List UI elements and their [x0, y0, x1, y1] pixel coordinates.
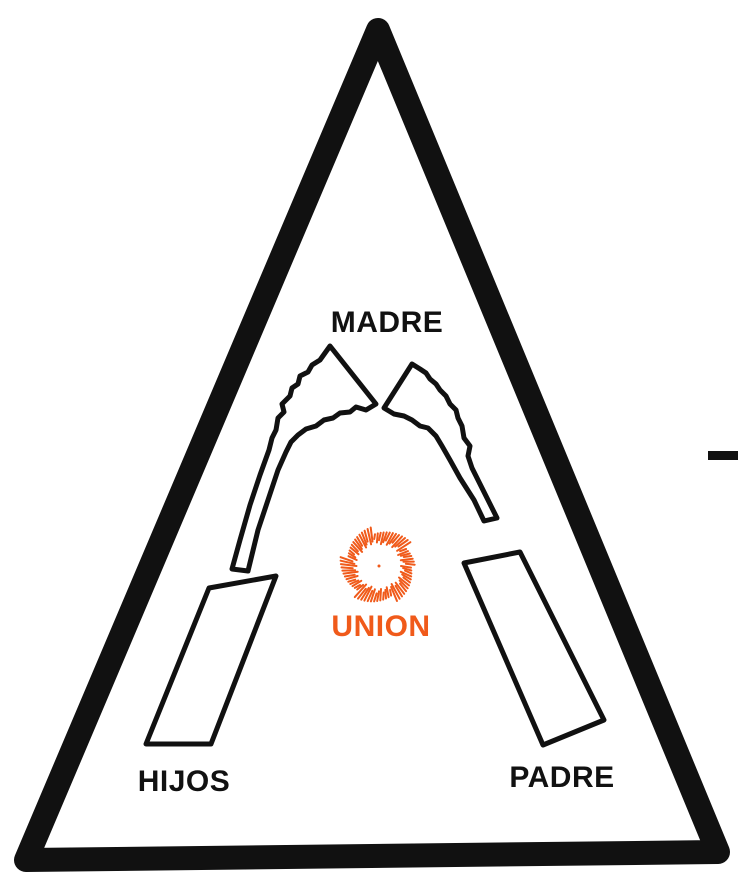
outer-triangle — [26, 30, 718, 860]
right-arm-shape — [384, 364, 497, 521]
dash-mark — [708, 451, 738, 460]
label-hijos: HIJOS — [138, 765, 231, 798]
label-padre: PADRE — [509, 761, 614, 794]
label-madre: MADRE — [331, 306, 444, 339]
left-block-shape — [146, 576, 276, 744]
label-union: UNION — [331, 610, 430, 643]
left-arm-shape — [232, 346, 376, 571]
right-block-shape — [464, 552, 604, 745]
union-burst-icon — [341, 528, 415, 602]
